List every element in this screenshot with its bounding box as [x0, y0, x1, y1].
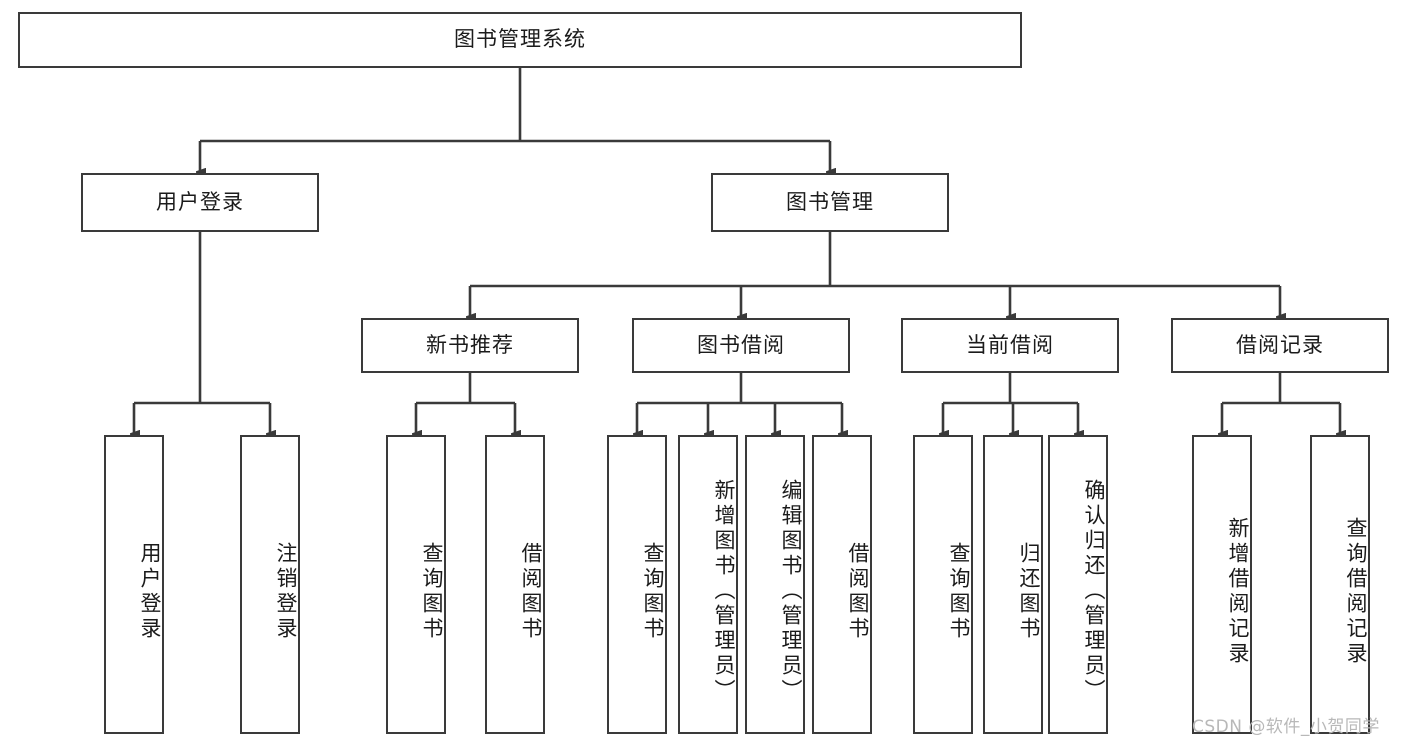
- node-label: 注销登录: [274, 541, 298, 642]
- node-f5: 查询图书: [607, 435, 667, 734]
- node-root: 图书管理系统: [18, 12, 1022, 68]
- node-f3: 查询图书: [386, 435, 446, 734]
- node-f10: 归还图书: [983, 435, 1043, 734]
- node-l1a: 用户登录: [81, 173, 319, 232]
- node-label: 归还图书: [1017, 541, 1041, 642]
- node-label: 编辑图书（管理员）: [779, 479, 803, 704]
- node-label: 用户登录: [156, 189, 244, 214]
- node-label: 查询图书: [420, 541, 444, 642]
- node-l2a: 新书推荐: [361, 318, 579, 373]
- node-label: 借阅记录: [1236, 332, 1324, 357]
- node-label: 新书推荐: [426, 332, 514, 357]
- node-f8: 借阅图书: [812, 435, 872, 734]
- node-label: 图书借阅: [697, 332, 785, 357]
- node-label: 确认归还（管理员）: [1082, 479, 1106, 704]
- node-label: 借阅图书: [846, 541, 870, 642]
- node-label: 新增图书（管理员）: [712, 479, 736, 704]
- node-label: 图书管理: [786, 189, 874, 214]
- node-f1: 用户登录: [104, 435, 164, 734]
- node-label: 查询借阅记录: [1344, 516, 1368, 667]
- node-l2b: 图书借阅: [632, 318, 850, 373]
- node-label: 新增借阅记录: [1226, 516, 1250, 667]
- node-f2: 注销登录: [240, 435, 300, 734]
- node-f9: 查询图书: [913, 435, 973, 734]
- node-f13: 查询借阅记录: [1310, 435, 1370, 734]
- node-f6: 新增图书（管理员）: [678, 435, 738, 734]
- node-l2c: 当前借阅: [901, 318, 1119, 373]
- node-f11: 确认归还（管理员）: [1048, 435, 1108, 734]
- node-label: 借阅图书: [519, 541, 543, 642]
- node-label: 图书管理系统: [454, 27, 586, 52]
- node-l1b: 图书管理: [711, 173, 949, 232]
- node-l2d: 借阅记录: [1171, 318, 1389, 373]
- node-f12: 新增借阅记录: [1192, 435, 1252, 734]
- node-label: 用户登录: [138, 541, 162, 642]
- node-label: 查询图书: [947, 541, 971, 642]
- node-label: 查询图书: [641, 541, 665, 642]
- watermark: CSDN @软件_小贺同学: [1192, 717, 1380, 737]
- node-f4: 借阅图书: [485, 435, 545, 734]
- node-f7: 编辑图书（管理员）: [745, 435, 805, 734]
- node-label: 当前借阅: [966, 332, 1054, 357]
